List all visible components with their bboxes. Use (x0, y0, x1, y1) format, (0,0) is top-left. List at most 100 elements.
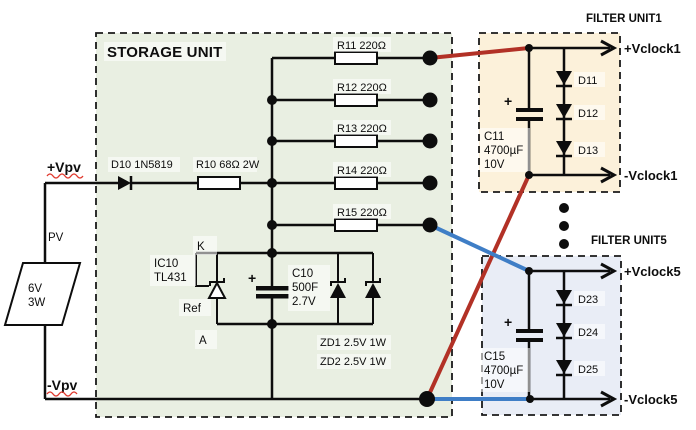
tap-dot-r12 (422, 92, 438, 108)
pin-k-label: K (197, 241, 205, 253)
label-backdrop (150, 255, 196, 286)
label-backdrop (333, 79, 391, 94)
capacitor-c15-plate (516, 338, 543, 342)
diode-d10-label: D10 1N5819 (111, 159, 173, 171)
junction-dot (267, 319, 277, 329)
label-backdrop (317, 335, 391, 350)
ellipsis-dot (559, 221, 569, 231)
node-dot (525, 267, 533, 275)
diode-d25-symbol (556, 360, 572, 374)
label-backdrop (574, 72, 605, 87)
junction-dot (267, 95, 277, 105)
arrow-right-icon (600, 390, 618, 408)
label-backdrop (193, 157, 257, 172)
label-backdrop (574, 324, 605, 339)
capacitor-c10-polarity: + (248, 270, 256, 286)
zener-zd1-cathode-bar (330, 278, 346, 286)
junction-dot (267, 136, 277, 146)
label-backdrop (333, 37, 391, 52)
label-backdrop (288, 265, 330, 311)
resistor-row-r11: R11 220Ω (272, 37, 430, 65)
capacitor-c11-plate (516, 117, 543, 121)
vclock1-pos-label: +Vclock1 (624, 41, 681, 56)
capacitor-c15-voltage: 10V (484, 379, 505, 391)
resistor-row-r13: R13 220Ω (272, 120, 430, 148)
capacitor-c10-voltage: 2.7V (292, 296, 316, 308)
tl431-triangle-symbol (207, 280, 227, 299)
label-backdrop (108, 157, 180, 172)
resistor-row-r12: R12 220Ω (272, 79, 430, 107)
label-backdrop (480, 348, 530, 392)
junction-dots (267, 44, 569, 407)
ellipsis-dot (559, 239, 569, 249)
interconnect-wires (425, 46, 532, 401)
label-backdrop (333, 162, 391, 177)
capacitor-c11-voltage: 10V (484, 159, 505, 171)
tl431-part-label: TL431 (154, 272, 187, 284)
resistor-r12-symbol (334, 93, 378, 107)
vclock5-neg-label: -Vclock5 (624, 392, 677, 407)
label-backdrop (193, 236, 217, 255)
resistor-r13-label: R13 220Ω (337, 123, 387, 135)
vclock5-pos-label: +Vclock5 (624, 264, 681, 279)
node-dot (526, 395, 534, 403)
junction-dot (267, 248, 277, 258)
diode-d25-label: D25 (578, 364, 598, 376)
diode-d12-symbol (556, 104, 572, 118)
capacitor-c10-plate (256, 286, 289, 291)
tap-dot-r14 (422, 175, 438, 191)
storage-unit: STORAGE UNIT D10 1N5819 R10 68Ω 2W R11 2… (104, 37, 430, 399)
filter-unit1-title: FILTER UNIT1 (586, 13, 662, 25)
zener-zd1-symbol (330, 283, 346, 298)
label-backdrop (480, 128, 530, 172)
label-backdrop (574, 361, 605, 376)
label-backdrop (574, 105, 605, 120)
diode-d24-label: D24 (578, 327, 598, 339)
arrow-right-icon (600, 39, 618, 57)
resistor-r14-label: R14 220Ω (337, 165, 387, 177)
zener-zd1 (330, 253, 346, 324)
filter-unit5-title: FILTER UNIT5 (591, 235, 667, 247)
zener-zd2-symbol (365, 283, 381, 298)
capacitor-c10-value: 500F (292, 282, 318, 294)
diode-d11-symbol (556, 71, 572, 85)
pv-power-label: 3W (28, 297, 45, 309)
supercap-c10: + C10 500F 2.7V (248, 265, 330, 311)
resistor-r14-symbol (334, 176, 378, 190)
ellipsis-dot (559, 203, 569, 213)
tap-dot-neg-bus (419, 391, 435, 407)
tap-dot-r15 (422, 217, 438, 233)
capacitor-c11-plate (516, 108, 543, 112)
tap-dot-r11 (422, 50, 438, 66)
capacitor-c10-plate (256, 294, 289, 299)
pv-source: +Vpv -Vpv PV 6V 3W (3, 159, 427, 401)
filter-unit5: FILTER UNIT5 +Vclock5 -Vclock5 + C15 470… (480, 235, 681, 408)
capacitor-c15-name: C15 (484, 351, 505, 363)
label-backdrop (195, 330, 217, 349)
spellcheck-underline (46, 391, 78, 397)
red-wire-r11-to-vclock1-pos (428, 46, 531, 60)
junction-dot (267, 220, 277, 230)
storage-unit-title: STORAGE UNIT (107, 44, 222, 61)
label-backdrop (333, 120, 391, 135)
resistor-r11-symbol (334, 51, 378, 65)
diode-d13-symbol (556, 141, 572, 155)
label-backdrop (104, 42, 226, 61)
resistor-r10-label: R10 68Ω 2W (196, 159, 260, 171)
node-dot (525, 171, 533, 179)
label-backdrop (179, 299, 211, 316)
filter-unit1: FILTER UNIT1 +Vclock1 -Vclock1 + C11 470… (480, 13, 681, 184)
pv-panel-symbol (3, 262, 82, 326)
pin-ref-label: Ref (183, 303, 202, 315)
arrow-right-icon (600, 166, 618, 184)
zener-zd2-cathode-bar (365, 278, 381, 286)
arrow-right-icon (600, 262, 618, 280)
capacitor-c10-name: C10 (292, 268, 313, 280)
spellcheck-underline (46, 173, 84, 179)
label-backdrop (333, 204, 391, 219)
red-wire-vclock1-neg-return (425, 173, 531, 401)
resistor-row-r15: R15 220Ω (272, 204, 430, 232)
label-backdrop (574, 291, 605, 306)
